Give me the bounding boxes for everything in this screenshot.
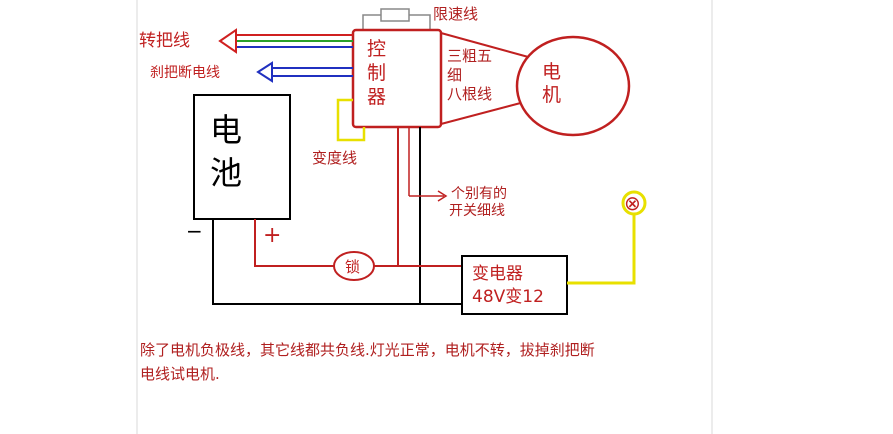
- variable-wire: [336, 98, 366, 142]
- battery-plus-label: +: [263, 223, 281, 248]
- battery-box: [193, 94, 291, 220]
- speed-limit-label: 限速线: [433, 5, 478, 23]
- switch-label-2: 开关细线: [449, 203, 505, 219]
- lamp-wire: [567, 214, 636, 285]
- throttle-label: 转把线: [139, 31, 190, 51]
- caption: 除了电机负极线，其它线都共负线.灯光正常，电机不转，拔掉刹把断 电线试电机.: [140, 338, 710, 386]
- battery-minus-label: −: [186, 219, 203, 243]
- brake-wires: [256, 61, 353, 83]
- motor-label-2: 机: [542, 84, 561, 106]
- variable-label: 变度线: [312, 149, 357, 167]
- converter-box: [461, 255, 568, 315]
- switch-label-1: 个别有的: [451, 186, 507, 202]
- switch-wire: [409, 190, 448, 202]
- brake-label: 刹把断电线: [150, 65, 220, 81]
- ground-wire: [212, 219, 462, 305]
- lock-label: 锁: [345, 258, 360, 276]
- lamp-icon: [621, 190, 647, 216]
- controller-label-2: 制: [367, 62, 386, 84]
- controller-lower-wires: [397, 127, 421, 304]
- motor-circle: [515, 35, 631, 137]
- caption-line-1: 除了电机负极线，其它线都共负线.灯光正常，电机不转，拔掉刹把断: [140, 341, 595, 359]
- lamp-symbol: ⊗: [624, 191, 641, 215]
- controller-label-3: 器: [367, 86, 386, 108]
- motor-wires-label-1: 三粗五: [447, 47, 492, 65]
- throttle-wires: [218, 28, 353, 54]
- battery-label-2: 池: [210, 154, 242, 192]
- battery-label-1: 电: [210, 111, 242, 149]
- converter-label-1: 变电器: [472, 264, 523, 284]
- battery-plus-wire: [254, 219, 334, 267]
- controller-label-1: 控: [367, 38, 386, 60]
- converter-label-2: 48V变12: [472, 287, 544, 307]
- caption-line-2: 电线试电机.: [140, 365, 220, 383]
- motor-wires: [440, 32, 533, 125]
- motor-wires-label-3: 八根线: [447, 85, 492, 103]
- motor-wires-label-2: 细: [447, 66, 462, 84]
- motor-label-1: 电: [542, 61, 561, 83]
- speed-limit-resistor: [362, 8, 431, 35]
